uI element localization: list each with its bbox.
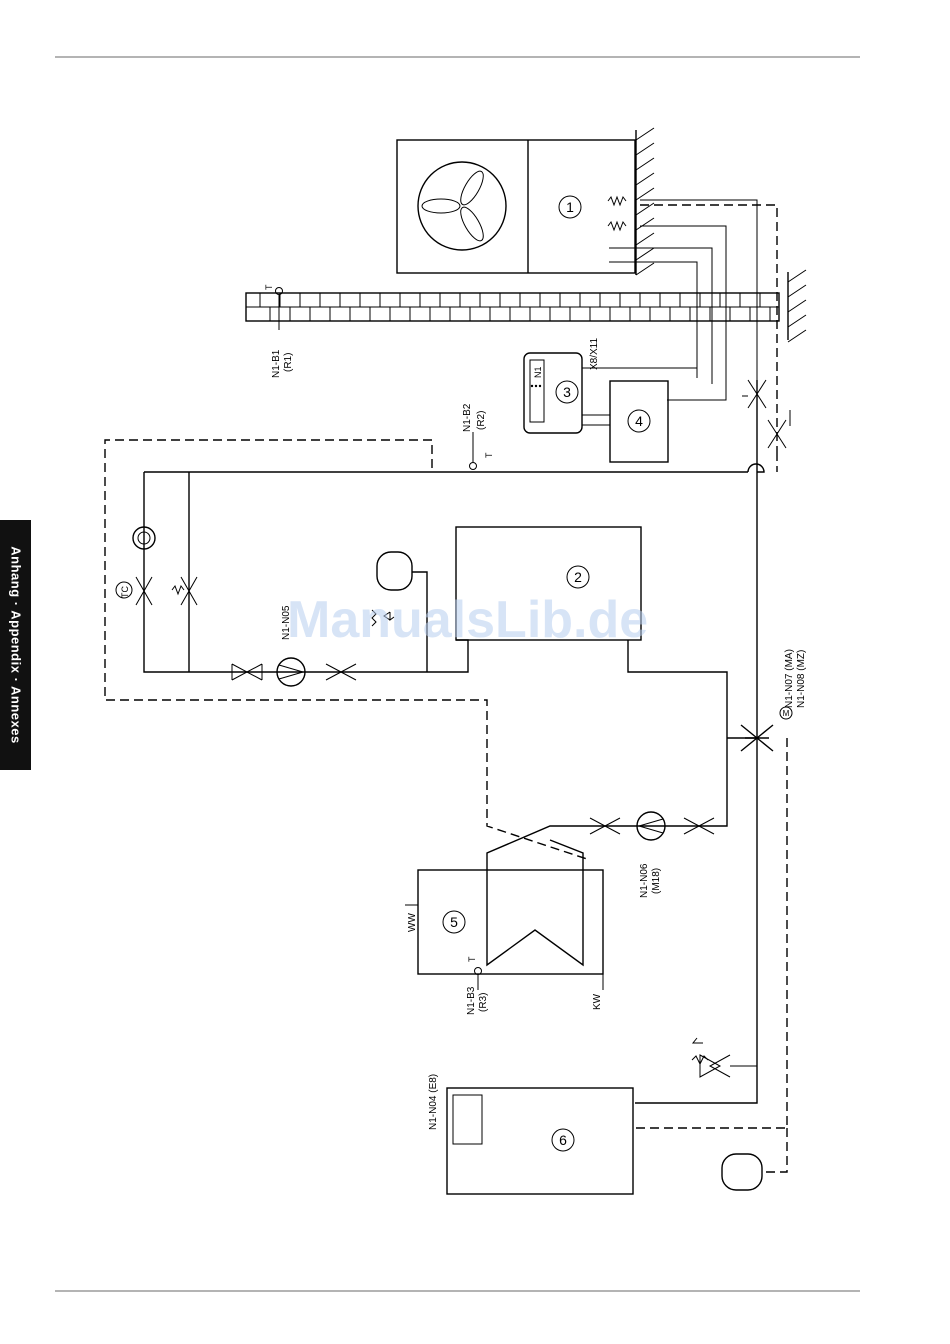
mixer-id-2: N1-N08 (MZ) [796,650,807,708]
tank-ww-label: WW [407,913,418,932]
valve-icon [768,410,790,448]
tank-kw-label: KW [592,993,603,1010]
hot-water-tank: 5 WW KW [405,870,603,1010]
coil-icon [608,222,626,230]
sensor-b2-symbol: T [484,452,494,458]
watermark-text: ManualsLib.de [287,591,648,649]
bypass-valve-icon [172,577,197,605]
component-1-number: 1 [566,199,574,215]
pump-n06-ref: (M18) [651,868,662,894]
mixer-id-1: N1-N07 (MA) [784,649,795,708]
tc-valve-label: TC [120,586,130,598]
sensor-b2: N1-B2 (R2) T [462,403,494,469]
connector-label: X8/X11 [589,338,600,370]
sensor-b2-ref: (R2) [476,411,487,430]
mixer-valve: M N1-N07 (MA) N1-N08 (MZ) [741,649,807,751]
return-piping [105,205,787,1172]
sensor-b1: T N1-B1 (R1) [264,284,294,378]
sensor-b3-id: N1-B3 [466,986,477,1015]
mixer-symbol: M [783,709,790,718]
watermark: ManualsLib.de [287,590,648,650]
controller-unit: N1 3 X8/X11 [524,338,600,433]
component-2-number: 2 [574,569,582,585]
sensor-b3: T N1-B3 (R3) [466,956,489,1015]
component-5-number: 5 [450,914,458,930]
electrical-box: 4 [610,381,668,462]
sensor-b1-symbol: T [264,284,274,290]
side-tab: Anhang · Appendix · Annexes [0,520,31,770]
wall-hatching [636,128,806,342]
expansion-vessel-icon [722,1154,762,1190]
controller-display-label: N1 [533,366,543,378]
fan-icon [422,168,488,244]
wall-section [246,293,779,321]
safety-valve-heater [692,1038,757,1077]
tc-valve: TC [116,527,155,605]
component-6-number: 6 [559,1132,567,1148]
sensor-b1-ref: (R1) [283,353,294,372]
pump-n06: N1-N06 (M18) [637,812,665,898]
side-tab-label: Anhang · Appendix · Annexes [8,546,23,743]
supply-piping [144,380,764,1103]
pump-n06-label: N1-N06 [639,863,650,898]
sensor-b3-ref: (R3) [478,993,489,1012]
coil-icon [608,197,626,205]
component-3-number: 3 [563,384,571,400]
heater-id: N1-N04 (E8) [428,1074,439,1130]
component-4-number: 4 [635,413,643,429]
sensor-b1-id: N1-B1 [271,349,282,378]
outdoor-unit: 1 [397,140,635,273]
sensor-b2-id: N1-B2 [462,403,473,432]
expansion-vessel-icon [377,552,412,590]
heater-unit: 6 N1-N04 (E8) [428,1074,633,1194]
sensor-b3-symbol: T [467,956,477,962]
valve-icon [742,380,766,408]
